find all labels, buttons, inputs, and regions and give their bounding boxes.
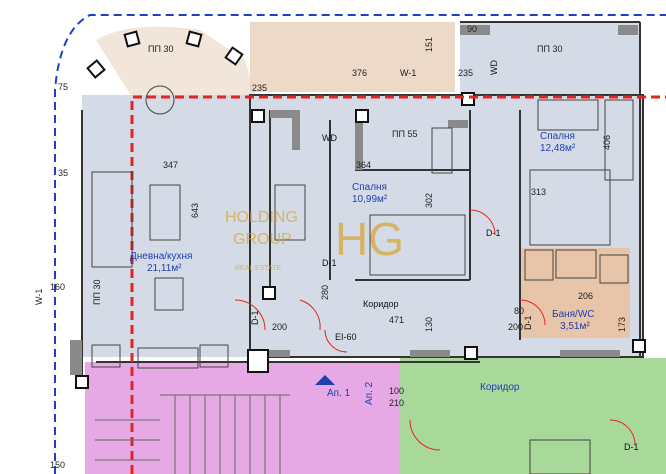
tag-ap1: Ап. 1 (327, 388, 351, 399)
tag-w1-top: W-1 (400, 68, 416, 78)
columns (75, 30, 646, 389)
room-bath-area: 3,51м² (560, 321, 590, 332)
dim-210: 210 (389, 398, 404, 408)
tag-pp30-left: ПП 30 (92, 280, 102, 305)
stairs (95, 394, 290, 474)
tag-wd-b: WD (489, 60, 499, 75)
dim-471: 471 (389, 315, 404, 325)
dim-376: 376 (352, 68, 367, 78)
dim-313: 313 (531, 187, 546, 197)
dim-150: 150 (50, 460, 65, 470)
room-bedroom1-area: 10,99м² (352, 194, 388, 205)
door-tag-ei60: EI-60 (335, 332, 357, 342)
watermark-logo: HG (335, 213, 404, 265)
dim-206: 206 (578, 291, 593, 301)
dim-364: 364 (356, 160, 371, 170)
tag-w1-left: W-1 (34, 289, 44, 305)
watermark-group: GROUP (233, 231, 292, 248)
room-corridor-inner: Коридор (363, 299, 399, 309)
bath-tiles (520, 248, 630, 338)
room-bedroom2-name: Спалня (540, 131, 575, 142)
dim-347: 347 (163, 160, 178, 170)
tag-wd-a: WD (322, 133, 337, 143)
door-swings (234, 209, 636, 451)
red-boundary (130, 95, 666, 474)
door-tag-d1-e: D-1 (624, 442, 639, 452)
watermark-realestate: REAL ESTATE (235, 265, 281, 272)
tag-ap2: Ап. 2 (364, 381, 375, 405)
dim-80: 80 (514, 306, 524, 316)
dim-173: 173 (617, 317, 627, 332)
room-corridor-common: Коридор (480, 382, 520, 393)
dim-302: 302 (424, 193, 434, 208)
tag-pp30-right: ПП 30 (537, 44, 562, 54)
dim-200-a: 200 (272, 322, 287, 332)
dim-130: 130 (424, 317, 434, 332)
door-tag-d1-b: D-1 (322, 258, 337, 268)
room-living-name: Дневна/кухня (130, 251, 192, 262)
door-tag-d1-d: D-1 (523, 315, 533, 330)
tag-pp30-top: ПП 30 (148, 44, 173, 54)
door-tag-d1-a: D-1 (486, 228, 501, 238)
dim-200-b: 200 (508, 322, 523, 332)
watermark-holding: HOLDING (225, 209, 298, 226)
dim-75: 75 (58, 82, 68, 92)
dim-235-a: 235 (458, 68, 473, 78)
balcony-north (250, 22, 455, 92)
dim-643: 643 (190, 203, 200, 218)
dim-151: 151 (424, 37, 434, 52)
room-living-area: 21,11м² (147, 263, 182, 274)
dim-280: 280 (320, 285, 330, 300)
dim-235-b: 235 (252, 83, 267, 93)
direction-arrow (315, 375, 335, 385)
watermark: HOLDING GROUP REAL ESTATE HG (225, 209, 404, 272)
blue-boundary (54, 14, 666, 474)
dim-100: 100 (389, 386, 404, 396)
room-bedroom1-name: Спалня (352, 182, 387, 193)
dim-406: 406 (602, 135, 612, 150)
dim-160: 160 (50, 282, 65, 292)
dim-90: 90 (467, 24, 477, 34)
door-tag-d1-c: D-1 (250, 310, 260, 325)
tag-pp55: ПП 55 (392, 129, 417, 139)
dim-35: 35 (58, 168, 68, 178)
furniture (91, 85, 634, 474)
corridor-common (400, 358, 666, 474)
wall-blocks (70, 25, 638, 375)
balcony-terrace (96, 26, 260, 111)
room-bath-name: Баня/WC (552, 309, 595, 320)
room-bedroom2-area: 12,48м² (540, 143, 576, 154)
